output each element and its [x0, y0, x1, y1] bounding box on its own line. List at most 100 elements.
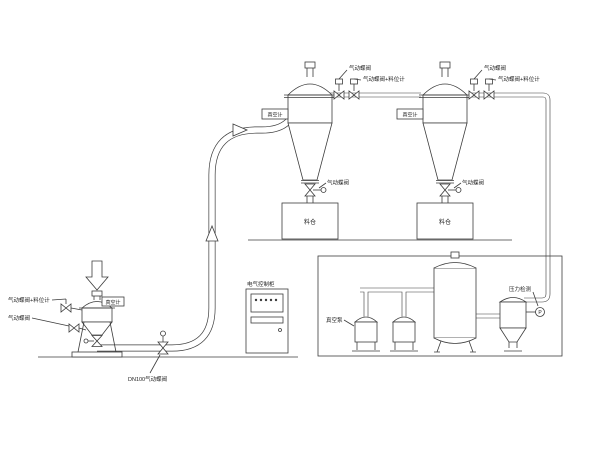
hopper-cone [422, 122, 468, 181]
top-valve-level-label: 气动蝶阀+料位计 [498, 75, 540, 83]
pipe-bore [360, 288, 500, 318]
pump-2-dome [391, 316, 417, 323]
top-valves-icon [468, 90, 495, 100]
pump-2-body [392, 321, 416, 343]
filter-cone [499, 327, 527, 343]
valve-level-label: 气动蝶阀+料位计 [8, 296, 50, 304]
flow-right-arrow-icon [232, 123, 249, 137]
vacuum-gauge-label: 真空计 [105, 299, 120, 306]
valve-stub-and-leader [31, 317, 87, 331]
valve-stems [338, 84, 355, 91]
hopper-top-stub [306, 68, 314, 77]
valve-actuator-box [470, 78, 478, 85]
pipe-bore [330, 93, 550, 302]
filter-base [504, 342, 522, 352]
vacuum-gauge-tag [261, 108, 289, 120]
vacuum-gauge-tag [101, 296, 125, 307]
feed-down-arrow-icon [85, 260, 109, 291]
tank-legs [434, 340, 476, 353]
hopper-cone [287, 122, 333, 181]
silo-stand [416, 202, 474, 240]
tank-top-nozzle [450, 251, 460, 259]
indicator-light-icon [269, 298, 273, 302]
pressure-gauge-letter: P [538, 310, 542, 316]
top-valve-label: 气动蝶阀 [484, 64, 506, 72]
hopper-top-stub [441, 68, 449, 77]
feeder-body [81, 307, 113, 323]
label-leader [149, 354, 161, 374]
receiver-hopper-a: 气动蝶阀 料仓 真空计 气动蝶阀 气动蝶阀+料位计 [261, 61, 405, 240]
label-leader [532, 291, 539, 307]
valve-actuator [160, 330, 166, 337]
cabinet-slot [250, 316, 284, 324]
top-valve-level-label: 气动蝶阀+料位计 [363, 75, 405, 83]
pump-room-outline [317, 255, 563, 357]
silo-label: 料仓 [439, 218, 451, 226]
valve-actuator [83, 338, 89, 344]
material-conveying-pipe [97, 94, 300, 352]
valve-actuator [455, 187, 462, 193]
label-leader [318, 182, 327, 189]
side-valve-icon [60, 303, 72, 313]
hopper-flange [419, 94, 471, 98]
top-valves-icon [333, 90, 360, 100]
discharge-valve-icon [439, 183, 451, 197]
hopper-body [287, 94, 333, 124]
filter-separator: P 压力检测 [498, 285, 545, 352]
side-valve-icon [68, 323, 80, 333]
vacuum-tank [433, 251, 477, 353]
cabinet-label: 电气控制柜 [247, 280, 275, 288]
receiver-hopper-b: 气动蝶阀 料仓 真空计 气动蝶阀 气动蝶阀+料位计 [396, 61, 540, 240]
hopper-top-cap [304, 61, 316, 69]
feeder-discharge-valve-icon [91, 335, 103, 347]
indicator-light-icon [264, 298, 268, 302]
vacuum-pump-station: 真空泵 [326, 316, 418, 352]
pipe-bore [97, 94, 299, 351]
feeder-legs [77, 321, 117, 353]
dn100-line-valve: DN100气动蝶阀 [128, 330, 169, 383]
valve-stub-and-leader [51, 298, 83, 311]
valve-label: 气动蝶阀 [327, 179, 349, 187]
valve-actuator [320, 187, 327, 193]
discharge-valve-icon [304, 183, 316, 197]
tank-top-head [433, 262, 477, 269]
feeder-top-stub [93, 296, 101, 300]
pressure-detect-label: 压力检测 [509, 285, 532, 293]
vacuum-gauge-label: 真空计 [267, 112, 282, 119]
hopper-dome [287, 83, 333, 96]
cabinet-body [245, 288, 289, 354]
silo-stand [281, 202, 339, 240]
pump-1-base [352, 342, 380, 352]
label-leaders [473, 69, 497, 81]
silo-label: 料仓 [304, 218, 316, 226]
vacuum-feeder: 真空计 气动蝶阀+料位计 气动蝶阀 [8, 290, 125, 358]
label-leader [343, 319, 355, 327]
feeder-base [71, 351, 123, 358]
valve-label: 气动蝶阀 [8, 314, 30, 322]
flow-up-arrow-icon [205, 224, 219, 242]
outlet-flanges [301, 180, 319, 203]
label-leader [453, 182, 462, 189]
filter-dome [498, 297, 528, 303]
indicator-light-icon [274, 298, 278, 302]
indicator-light-icon [254, 298, 258, 302]
top-valve-label: 气动蝶阀 [349, 64, 371, 72]
pump-1-dome [353, 316, 379, 323]
hopper-dome [422, 83, 468, 96]
outlet-flanges [436, 180, 454, 203]
control-cabinet: 电气控制柜 [245, 280, 289, 354]
feeder-top-cap [91, 290, 103, 297]
filter-body [499, 301, 527, 329]
cabinet-handle [278, 328, 282, 332]
dn100-valve-label: DN100气动蝶阀 [128, 375, 167, 383]
pipe-outline [360, 287, 500, 319]
pump-2-base [390, 342, 418, 352]
cabinet-panel [250, 293, 284, 313]
tank-bottom-head [433, 337, 477, 344]
label-leaders [338, 69, 362, 81]
pump-room-piping [360, 287, 500, 319]
tank-shell [433, 267, 477, 339]
pressure-gauge-icon [535, 307, 545, 317]
hopper-body [422, 94, 468, 124]
